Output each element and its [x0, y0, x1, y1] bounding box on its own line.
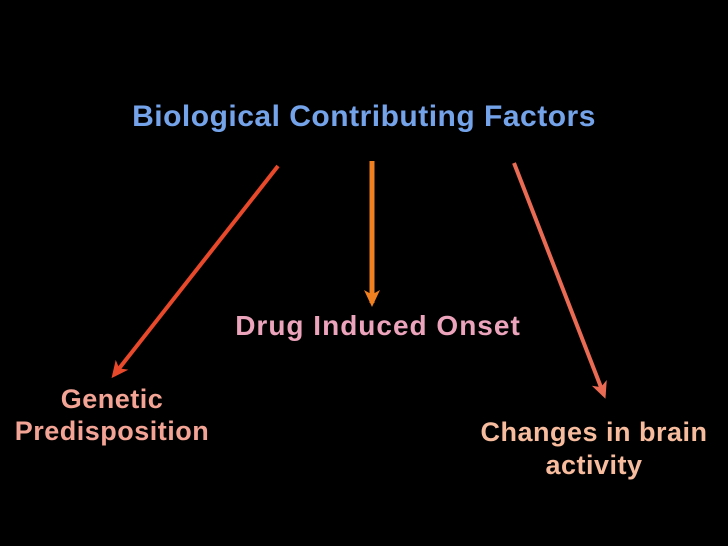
node-genetic-line2: Predisposition: [14, 416, 210, 446]
arrow-to-changes-in-brain-activity: [512, 162, 607, 399]
slide-title: Biological Contributing Factors: [132, 100, 596, 133]
node-drug-induced-onset: Drug Induced Onset: [235, 310, 521, 341]
node-brain-line2: activity: [545, 450, 643, 480]
node-changes-in-brain-activity: Changes in brain activity: [394, 416, 728, 482]
node-brain-line1: Changes in brain: [480, 417, 708, 447]
node-genetic-predisposition: Genetic Predisposition: [0, 383, 312, 447]
arrow-to-genetic-predisposition: [111, 164, 280, 379]
node-genetic-line1: Genetic: [60, 384, 164, 414]
